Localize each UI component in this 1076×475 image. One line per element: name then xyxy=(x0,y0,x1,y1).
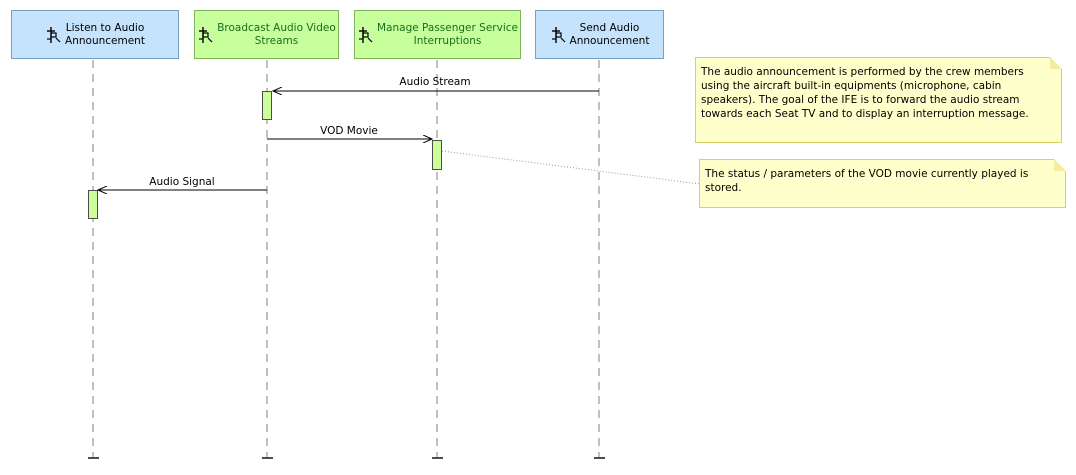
function-plug-icon xyxy=(359,26,373,43)
activation-broadcast[interactable] xyxy=(262,91,272,120)
actor-listen-to-audio-announcement[interactable]: Listen to Audio Announcement xyxy=(11,10,179,59)
note-fold-corner xyxy=(1054,159,1066,171)
note-connector xyxy=(441,150,701,185)
message-vod-movie-label: VOD Movie xyxy=(320,125,378,137)
activation-listen[interactable] xyxy=(88,190,98,219)
function-plug-icon xyxy=(199,26,213,43)
actor-label: Send Audio Announcement xyxy=(569,21,650,47)
message-audio-signal-label: Audio Signal xyxy=(149,176,214,188)
actor-label: Manage Passenger Service Interruptions xyxy=(377,21,518,47)
note-text: The audio announcement is performed by t… xyxy=(701,66,1029,120)
actor-manage-passenger-service-interruptions[interactable]: Manage Passenger Service Interruptions xyxy=(354,10,521,59)
note-vod-status[interactable]: The status / parameters of the VOD movie… xyxy=(699,159,1066,208)
note-text: The status / parameters of the VOD movie… xyxy=(705,168,1029,194)
note-audio-announcement[interactable]: The audio announcement is performed by t… xyxy=(695,57,1062,143)
note-fold-corner xyxy=(1050,57,1062,69)
actor-broadcast-audio-video-streams[interactable]: Broadcast Audio Video Streams xyxy=(194,10,339,59)
activation-manage[interactable] xyxy=(432,140,442,170)
actor-plug-icon xyxy=(47,26,61,43)
actor-label: Broadcast Audio Video Streams xyxy=(217,21,336,47)
actor-send-audio-announcement[interactable]: Send Audio Announcement xyxy=(535,10,664,59)
actor-plug-icon xyxy=(551,26,565,43)
actor-label: Listen to Audio Announcement xyxy=(65,21,145,47)
message-audio-stream-label: Audio Stream xyxy=(399,76,470,88)
